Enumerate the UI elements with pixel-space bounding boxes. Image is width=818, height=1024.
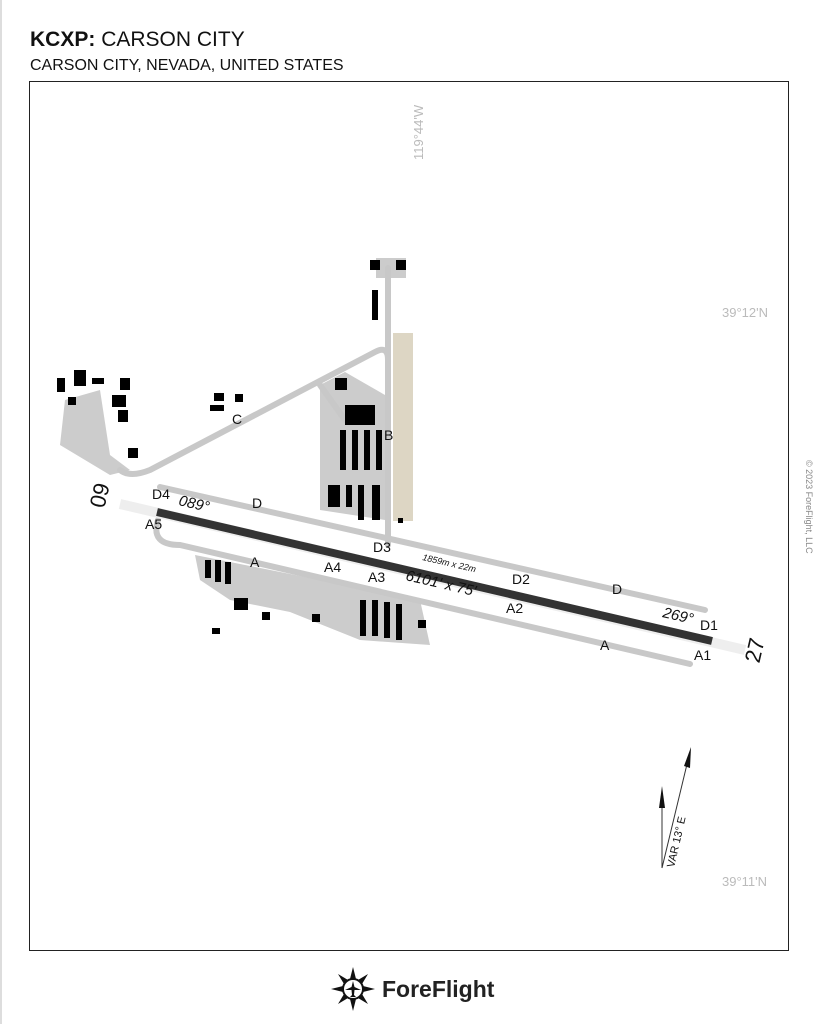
diagram-frame bbox=[29, 81, 789, 951]
heading-269-label: 269° bbox=[660, 604, 695, 628]
taxiways bbox=[117, 265, 708, 667]
buildings bbox=[57, 260, 426, 640]
unpaved-strip bbox=[393, 333, 413, 521]
taxiway-a2-label: A2 bbox=[506, 600, 523, 616]
west-apron bbox=[60, 390, 130, 475]
taxiway-d4-label: D4 bbox=[152, 486, 170, 502]
page-edge bbox=[0, 0, 2, 1024]
longitude-label: 119°44'W bbox=[411, 104, 426, 160]
taxiway-a-label: A bbox=[250, 554, 260, 570]
north-arrow-icon bbox=[659, 747, 691, 869]
taxiway-a4-label: A4 bbox=[324, 559, 341, 575]
taxiway-d-label-east: D bbox=[612, 581, 622, 597]
taxiway-d2-label: D2 bbox=[512, 571, 530, 587]
latitude-top-label: 39°12'N bbox=[722, 305, 768, 320]
apron-connector bbox=[317, 382, 348, 423]
taxiway-d1-label: D1 bbox=[700, 617, 718, 633]
runway-end-09-label: 09 bbox=[85, 481, 115, 510]
heading-089-label: 089° bbox=[177, 492, 211, 516]
airport-title: KCXP: CARSON CITY bbox=[30, 28, 245, 52]
taxiway-d bbox=[157, 484, 708, 613]
taxiway-c-label: C bbox=[232, 411, 242, 427]
taxiway-d-label: D bbox=[252, 495, 262, 511]
runway-end-27-label: 27 bbox=[740, 636, 770, 665]
airport-location: CARSON CITY, NEVADA, UNITED STATES bbox=[30, 57, 344, 74]
south-apron bbox=[195, 555, 430, 645]
taxiway-a3-label: A3 bbox=[368, 569, 385, 585]
foreflight-sun-plane-icon bbox=[331, 967, 375, 1011]
foreflight-logo: ForeFlight bbox=[330, 966, 494, 1012]
airport-ident: KCXP: bbox=[30, 28, 96, 51]
taxiway-a-label-east: A bbox=[600, 637, 610, 653]
airport-name: CARSON CITY bbox=[101, 28, 245, 51]
latitude-bottom-label: 39°11'N bbox=[722, 874, 767, 889]
taxiway-d3-label: D3 bbox=[373, 539, 391, 555]
taxiway-b-label: B bbox=[384, 427, 393, 443]
copyright: © 2023 ForeFlight, LLC bbox=[804, 460, 814, 554]
taxiway-a1-label: A1 bbox=[694, 647, 711, 663]
taxiway-a5-label: A5 bbox=[145, 516, 162, 532]
brand-name: ForeFlight bbox=[382, 975, 495, 1002]
runway-09-27 bbox=[156, 508, 713, 645]
taxiway-a bbox=[153, 517, 693, 667]
